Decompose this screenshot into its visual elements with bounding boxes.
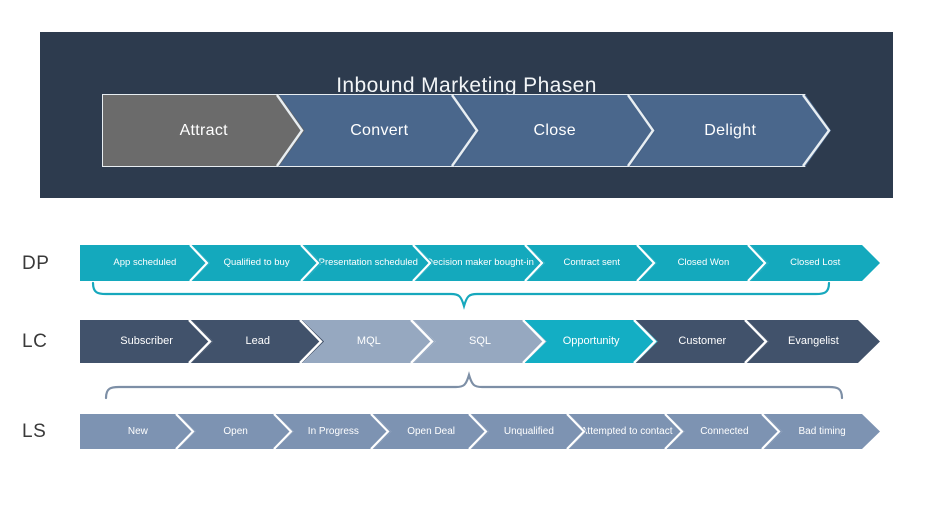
lifecycle-stage-row: Subscriber Lead MQL SQL Opportunity Customer E… [80,320,880,363]
page-title: Inbound Marketing Phasen [336,74,597,97]
ls-segment[interactable]: Bad timing [764,414,880,449]
deal-pipeline-row: App scheduled Qualified to buy Presentatio… [80,245,880,281]
ls-segment[interactable]: Unqualified [471,414,587,449]
lc-segment-label: Customer [678,335,727,348]
dp-segment[interactable]: Presentation scheduled [303,245,433,281]
ls-segment[interactable]: Open [178,414,294,449]
ls-segment-label: Connected [700,425,749,437]
lc-segment[interactable]: SQL [413,320,546,363]
phase-segment-label: Convert [350,121,409,139]
lc-segment-label: Lead [245,335,270,348]
phase-segment[interactable]: Attract [102,94,305,167]
ls-segment-label: Open Deal [407,425,456,437]
phase-segment-label: Attract [179,121,228,139]
phase-segment-label: Delight [704,121,757,139]
row-label-dp: DP [22,253,50,274]
lc-segment[interactable]: Subscriber [80,320,213,363]
lc-segment[interactable]: Lead [191,320,324,363]
ls-segment-label: Open [223,425,248,437]
lc-segment[interactable]: MQL [302,320,435,363]
row-label-ls: LS [22,421,47,442]
lc-segment[interactable]: Customer [636,320,769,363]
phase-segment[interactable]: Convert [279,94,481,167]
dp-segment-label: Contract sent [563,256,620,268]
phase-segment-label: Close [533,121,576,139]
ls-segment-label: Bad timing [798,425,846,437]
lc-segment-label: Evangelist [788,335,839,348]
lc-segment[interactable]: Evangelist [747,320,880,363]
dp-segment[interactable]: App scheduled [80,245,210,281]
dp-segment-label: Presentation scheduled [318,256,418,268]
dp-segment[interactable]: Closed Won [639,245,769,281]
phase-segment[interactable]: Close [454,94,656,167]
dp-segment-label: App scheduled [113,256,177,268]
dp-segment[interactable]: Closed Lost [750,245,880,281]
ls-segment[interactable]: In Progress [276,414,392,449]
ls-segment[interactable]: New [80,414,196,449]
dp-segment[interactable]: Contract sent [527,245,657,281]
lc-segment-label: MQL [356,335,381,348]
ls-to-lc-brace [103,370,845,400]
dp-segment[interactable]: Decision maker bought-in [415,245,545,281]
lc-segment-label: Subscriber [120,335,173,348]
ls-segment[interactable]: Open Deal [373,414,489,449]
dp-segment-label: Decision maker bought-in [426,256,534,268]
ls-segment-label: New [127,425,148,437]
dp-to-lc-brace [90,281,832,311]
dp-segment-label: Closed Lost [790,256,841,268]
inbound-phase-strip: Attract Convert Close Delight [102,94,831,167]
ls-segment-label: In Progress [307,425,359,437]
dp-segment-label: Qualified to buy [223,256,290,268]
ls-segment-label: Unqualified [503,425,554,437]
row-label-lc: LC [22,331,48,352]
phase-segment[interactable]: Delight [630,94,832,167]
ls-segment-label: Attempted to contact [580,425,673,437]
lead-status-row: New Open In Progress Open Deal Unqualified At… [80,414,880,449]
dp-segment-label: Closed Won [677,256,730,268]
phase-arrow-tip-icon [801,95,831,166]
dp-segment[interactable]: Qualified to buy [192,245,322,281]
lc-segment-label: Opportunity [562,335,620,348]
lc-segment-label: SQL [468,335,491,348]
lc-segment[interactable]: Opportunity [525,320,658,363]
